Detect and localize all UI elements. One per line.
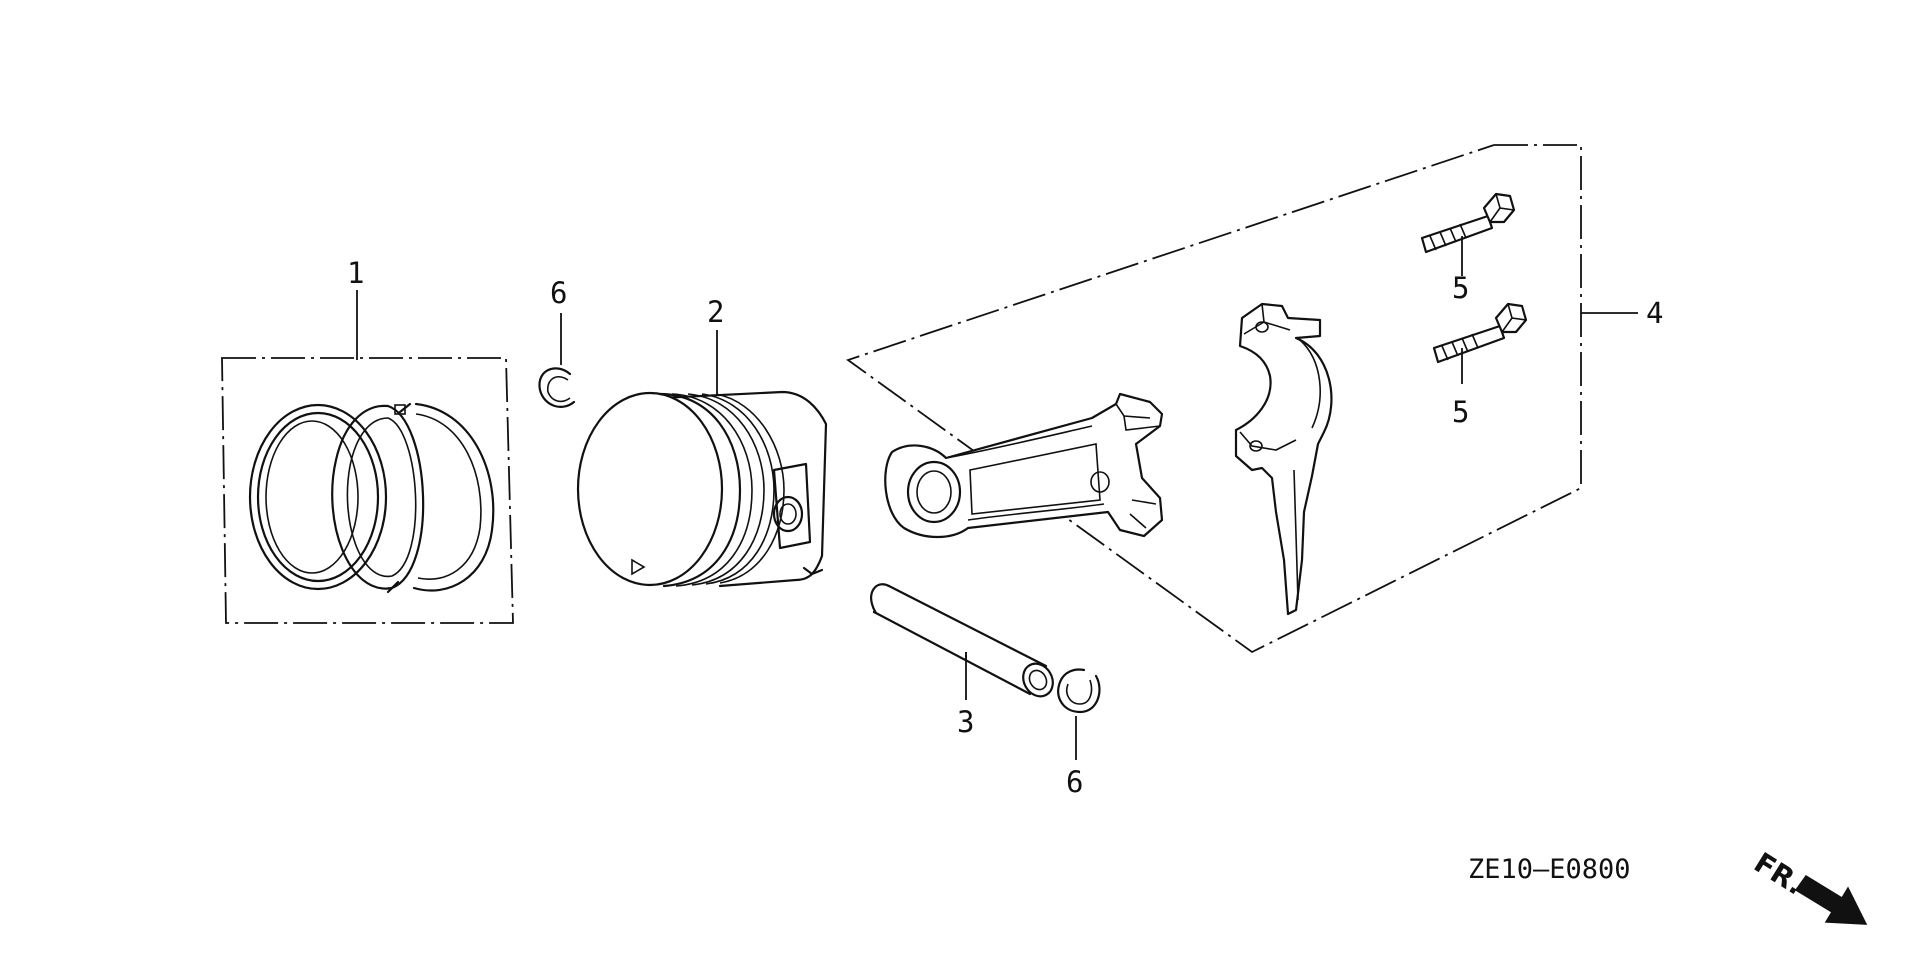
rod-assembly-box: [846, 144, 1582, 654]
connecting-rod-assembly: [846, 144, 1582, 654]
piston: [576, 390, 828, 588]
piston-pin: [870, 583, 1054, 698]
callout-6-lower: 6: [1066, 765, 1083, 799]
callout-3: 3: [957, 705, 974, 739]
piston-ring-set: [221, 357, 514, 624]
ring-set-box: [221, 357, 514, 624]
front-direction-marker: FR.: [1748, 846, 1868, 925]
callout-5-lower: 5: [1452, 395, 1469, 429]
rod-bolt-lower: [1432, 302, 1528, 364]
callout-1: 1: [347, 256, 364, 290]
rod-bolt-upper: [1420, 192, 1516, 254]
diagram-code: ZE10—E0800: [1468, 854, 1631, 885]
leader-lines: [356, 236, 1638, 760]
piston-pin-clip-lower: [1057, 668, 1101, 714]
callout-5-upper: 5: [1452, 271, 1469, 305]
callout-4: 4: [1646, 296, 1663, 330]
callout-6-upper: 6: [550, 276, 567, 310]
piston-pin-clip-upper: [538, 367, 576, 408]
front-arrow-icon: [1794, 874, 1868, 925]
callout-2: 2: [707, 295, 724, 329]
